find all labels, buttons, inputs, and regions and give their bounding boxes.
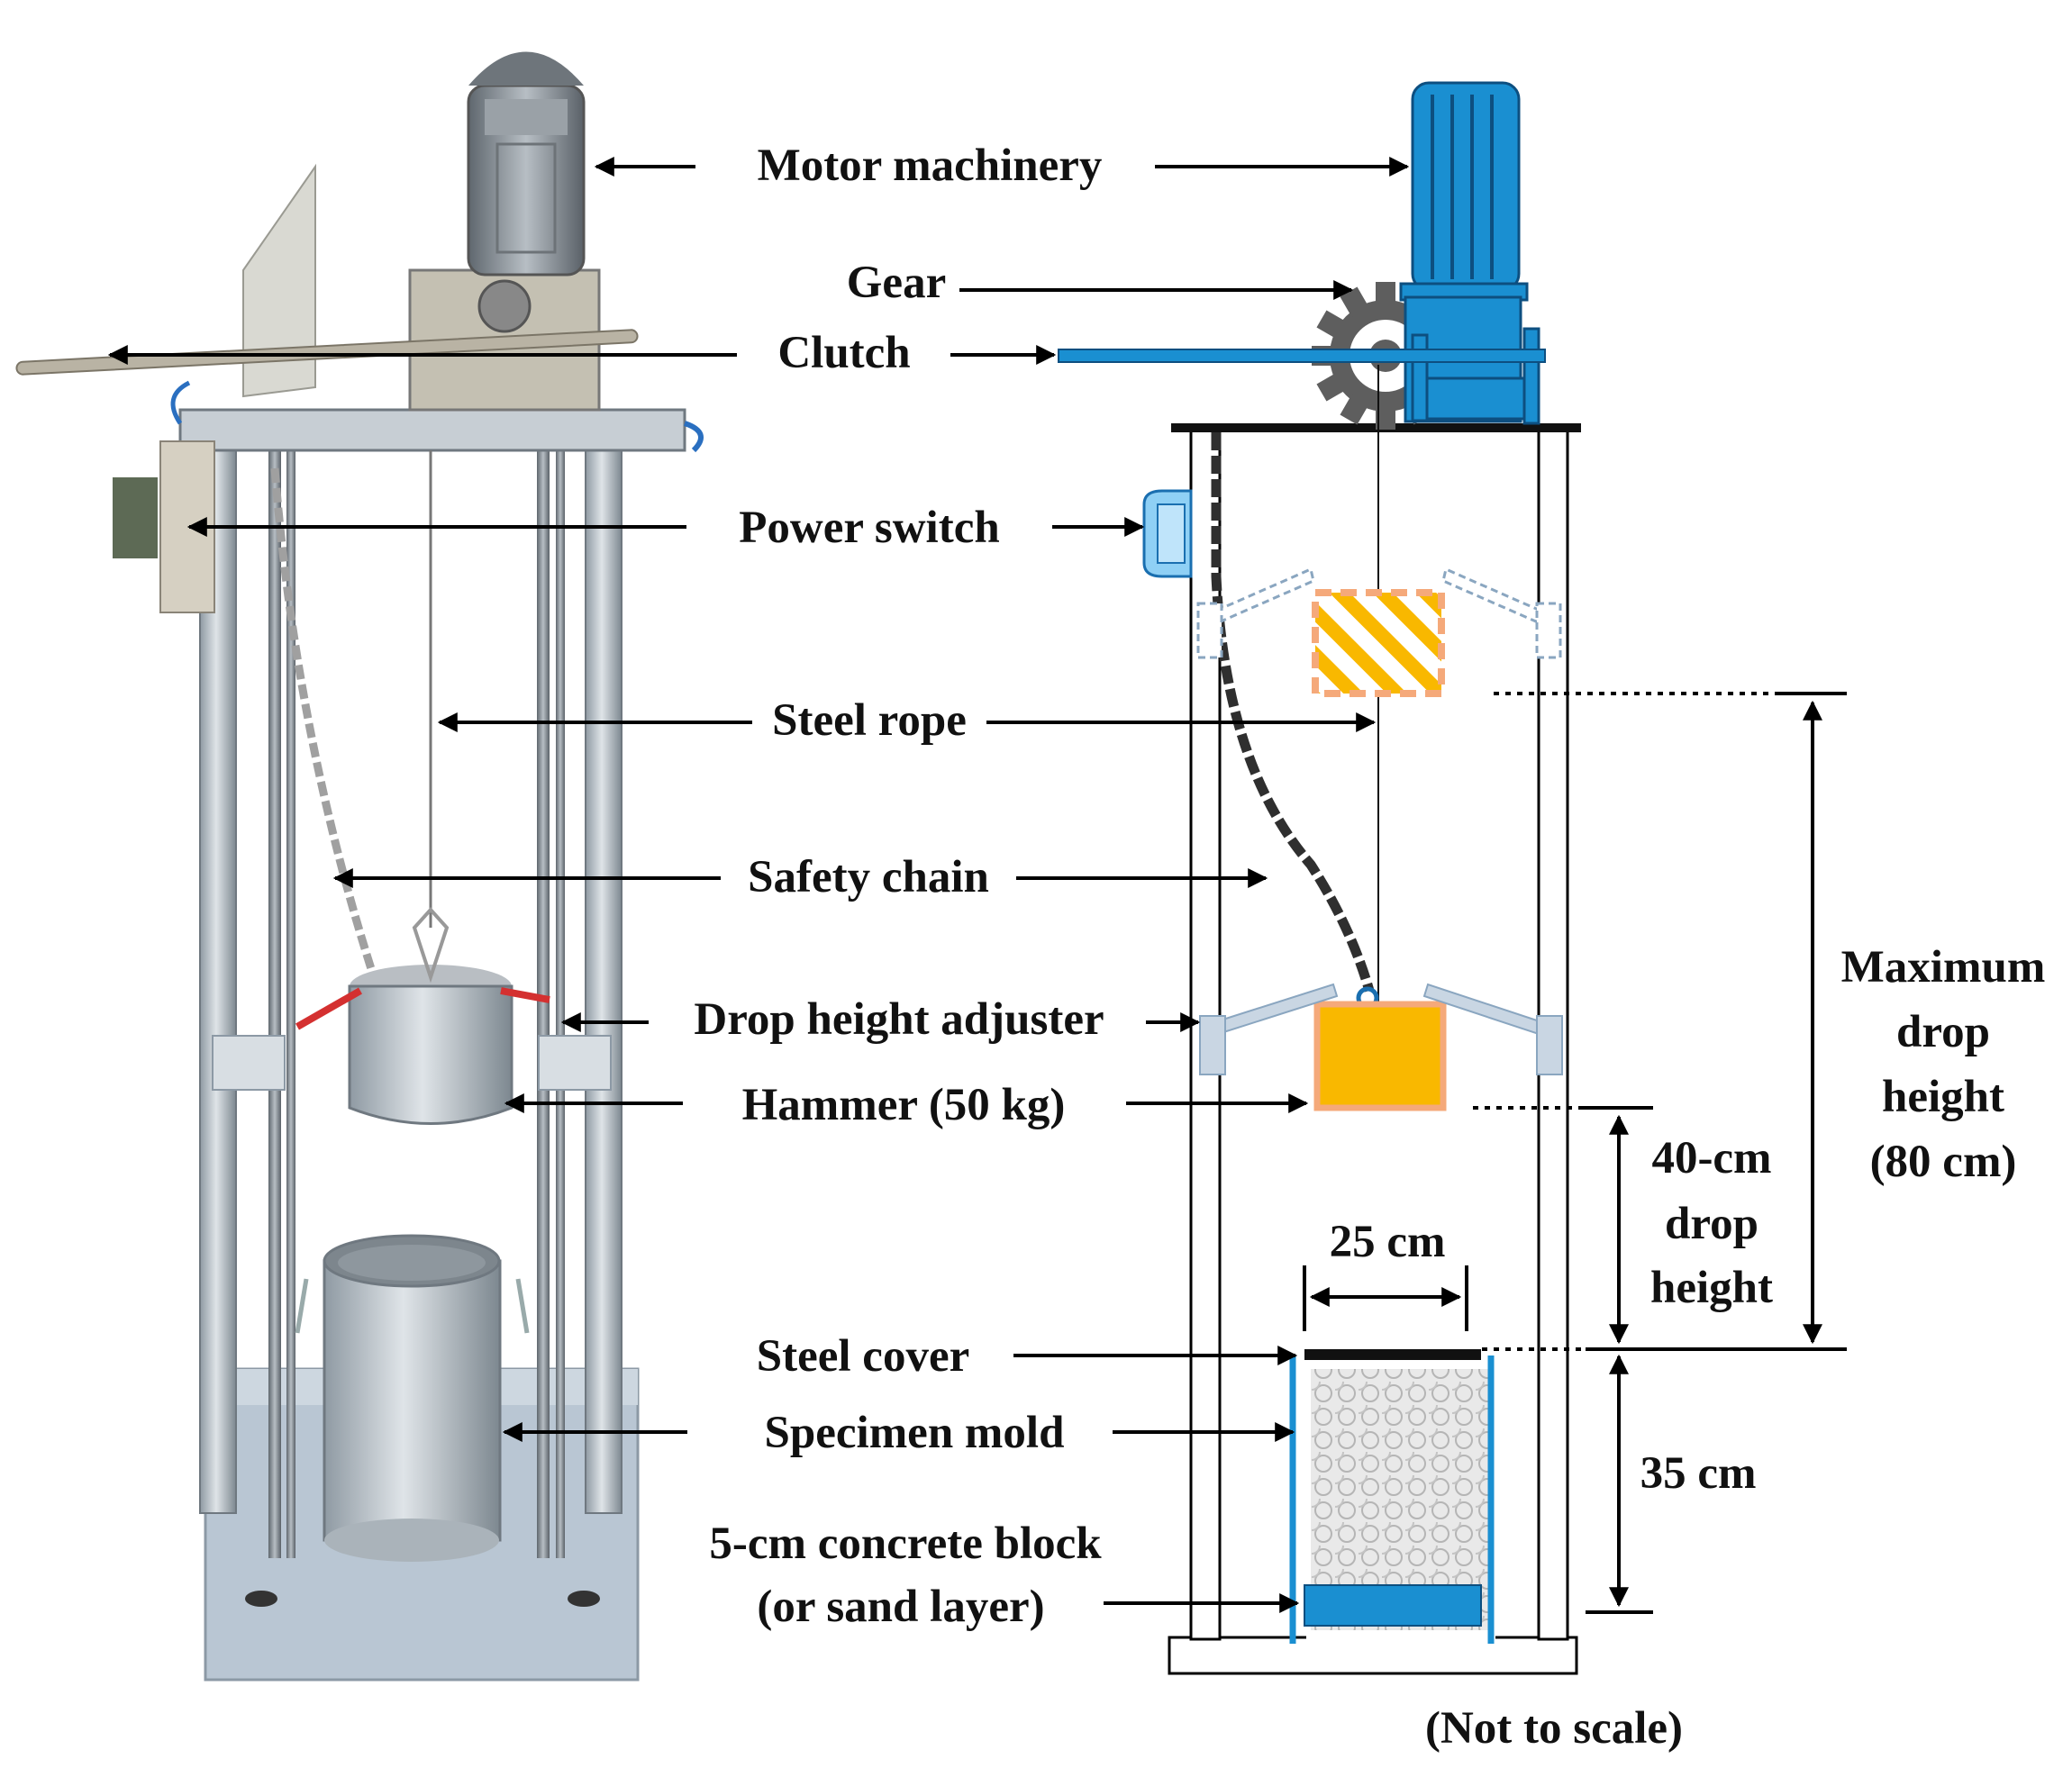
specimen-mold-icon xyxy=(1289,1349,1495,1648)
apparatus-photo xyxy=(15,51,704,1682)
adjuster-raised xyxy=(1196,567,1562,659)
label-drop-height-adjuster: Drop height adjuster xyxy=(694,994,1104,1045)
label-40cm-line1: 40-cm xyxy=(1651,1133,1771,1183)
callout-arrows xyxy=(107,157,1410,1613)
dimension-lines xyxy=(1303,692,1847,1614)
label-steel-rope: Steel rope xyxy=(772,695,967,746)
concrete-block xyxy=(1304,1584,1482,1627)
clutch-lever xyxy=(1058,349,1546,363)
label-hammer: Hammer (50 kg) xyxy=(742,1080,1066,1130)
label-max-line3: height xyxy=(1882,1072,2004,1122)
top-plate xyxy=(178,408,686,452)
label-gear: Gear xyxy=(847,258,946,308)
hammer-raised xyxy=(1312,589,1445,697)
label-max-line2: drop xyxy=(1896,1007,1990,1057)
label-max-line4: (80 cm) xyxy=(1870,1137,2017,1187)
label-40cm-line2: drop xyxy=(1665,1199,1758,1249)
safety-chain-path xyxy=(1211,432,1375,993)
label-power-switch: Power switch xyxy=(739,503,999,553)
label-clutch: Clutch xyxy=(777,328,910,378)
label-not-to-scale: (Not to scale) xyxy=(1425,1703,1683,1754)
label-specimen-mold: Specimen mold xyxy=(765,1408,1065,1458)
label-40cm-line3: height xyxy=(1650,1263,1773,1313)
labels: Motor machinery Gear Clutch Power switch… xyxy=(694,141,2045,1754)
motor-icon xyxy=(1399,81,1540,425)
label-sand-layer: (or sand layer) xyxy=(757,1582,1044,1632)
drop-height-adjuster-icon xyxy=(1199,983,1563,1075)
label-steel-cover: Steel cover xyxy=(757,1331,969,1382)
hammer-photo xyxy=(295,907,550,1125)
specimen-mold-photo xyxy=(295,1234,530,1562)
frame-post-right xyxy=(585,431,623,1514)
clutch-lever-photo xyxy=(15,329,639,376)
label-width-25cm: 25 cm xyxy=(1330,1217,1446,1267)
label-max-line1: Maximum xyxy=(1841,942,2046,993)
apparatus-schematic xyxy=(1058,81,1581,1675)
hammer-lowered xyxy=(1313,1001,1447,1111)
label-safety-chain: Safety chain xyxy=(748,852,989,902)
label-35cm: 35 cm xyxy=(1640,1448,1757,1499)
label-motor-machinery: Motor machinery xyxy=(758,141,1103,191)
label-concrete-block: 5-cm concrete block xyxy=(709,1519,1102,1569)
power-switch-icon xyxy=(1142,489,1193,578)
steel-cover-plate xyxy=(1304,1349,1481,1360)
